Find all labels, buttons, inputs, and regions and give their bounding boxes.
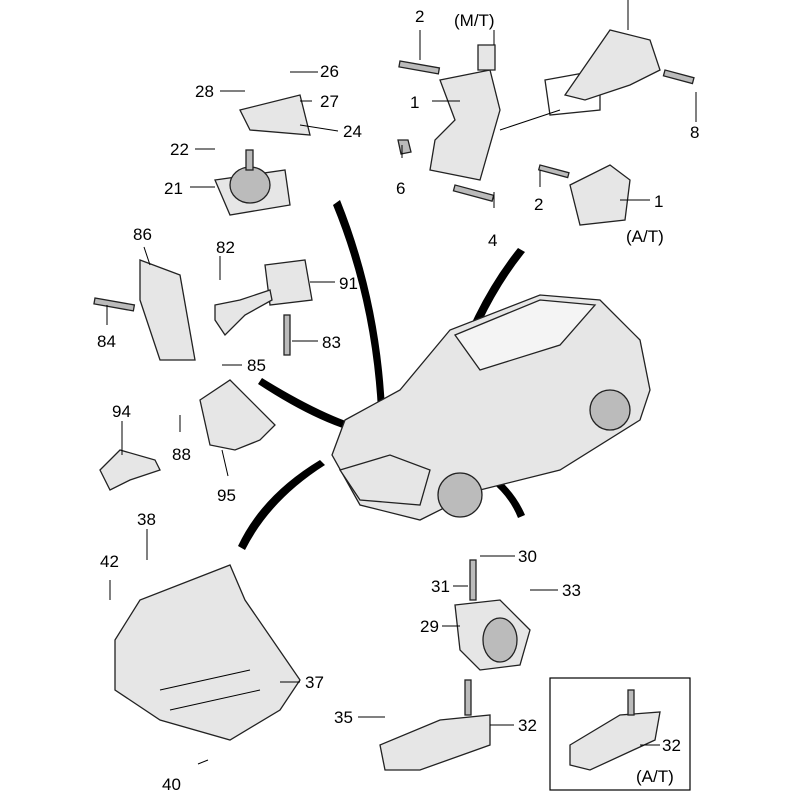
callout-33: 33 [562,581,581,600]
callout-32-at: 32 [662,736,681,755]
mount-mt-bracket [397,44,501,202]
at-inset-box [549,677,691,791]
callout-38: 38 [137,510,156,529]
mount-rear-torque-rod [499,29,695,131]
callout-2-at: 2 [534,195,544,214]
callout-at-inset-label: (A/T) [636,767,674,786]
callout-94: 94 [112,402,131,421]
splash-shield-37 [114,564,301,741]
callout-21: 21 [164,179,183,198]
callout-95: 95 [217,486,236,505]
callout-22: 22 [170,140,189,159]
bracket-94 [99,449,161,491]
callout-29: 29 [420,617,439,636]
leader-lines [106,0,697,765]
callout-4: 4 [488,231,498,250]
mount-at-bracket [537,164,631,226]
car-illustration [331,294,651,521]
callout-91: 91 [339,274,358,293]
callout-1-at: 1 [654,192,664,211]
callout-42: 42 [100,552,119,571]
callout-6: 6 [396,179,406,198]
callout-35: 35 [334,708,353,727]
callout-26: 26 [320,62,339,81]
callout-1-mt: 1 [410,93,420,112]
callout-82: 82 [216,238,235,257]
sweep-line-lower-left [238,460,325,550]
callout-84: 84 [97,332,116,351]
callout-24: 24 [343,122,362,141]
engine-mount-left [214,94,311,216]
callout-30: 30 [518,547,537,566]
callout-31: 31 [431,577,450,596]
callout-at-label: (A/T) [626,227,664,246]
callout-2-mt: 2 [415,7,425,26]
callout-40: 40 [162,775,181,794]
sweep-line-top [333,200,385,410]
callout-8: 8 [690,123,700,142]
callout-32: 32 [518,716,537,735]
lower-mount-assembly [379,559,531,771]
callout-86: 86 [133,225,152,244]
callout-88: 88 [172,445,191,464]
callout-mt-label: (M/T) [454,11,495,30]
callout-37: 37 [305,673,324,692]
callout-83: 83 [322,333,341,352]
callout-85: 85 [247,356,266,375]
callout-28: 28 [195,82,214,101]
mount-front-assembly [93,259,313,361]
callout-27: 27 [320,92,339,111]
bracket-95 [199,379,276,451]
